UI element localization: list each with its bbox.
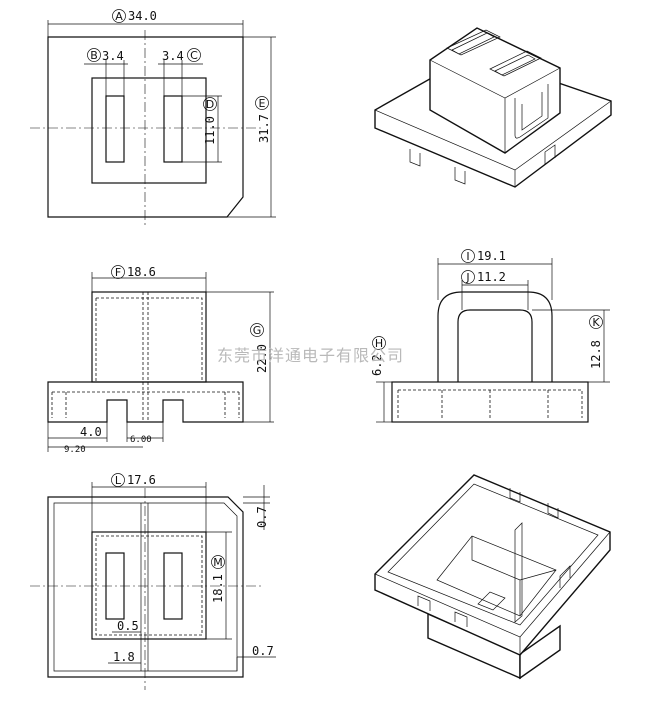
bubble-e [255,96,269,110]
bottom-view-core [91,531,207,640]
bubble-f-letter: F [115,266,121,279]
isometric-bottom-view [374,474,611,680]
dim-e-value: 31.7 [257,114,271,143]
bubble-i [461,249,475,263]
dim-g-value: 22.0 [255,344,269,373]
top-view: A 34.0 B 3.4 3.4 C D 11.0 E 31.7 [30,9,276,225]
dim-slot-width: 6.00 [130,435,152,445]
top-view-outline [47,36,244,218]
dim-i-value: 19.1 [477,249,506,263]
bubble-m [211,555,225,569]
dim-base-offset: 9.20 [64,445,86,455]
bubble-k-letter: K [592,316,600,329]
dim-b-value: 3.4 [102,49,124,63]
dim-d-value: 11.0 [203,116,217,145]
side-view: I 19.1 J 11.2 K 12.8 H 6.2 [370,249,610,423]
isometric-top-view [374,27,612,188]
dim-h-value: 6.2 [370,354,384,376]
bubble-d-letter: D [206,98,214,111]
bubble-j [461,270,475,284]
top-view-right-slot [163,95,183,163]
bottom-view: L 17.6 M 18.1 0.7 0.5 1.8 0.7 [30,473,276,690]
bubble-h-letter: H [375,337,383,350]
bubble-g-letter: G [253,324,262,337]
dim-k-value: 12.8 [589,340,603,369]
side-view-yoke-inner [457,309,533,382]
dim-l-value: 17.6 [127,473,156,487]
bubble-c [187,48,201,62]
side-view-yoke-outer [437,291,553,382]
dim-a-value: 34.0 [128,9,157,23]
top-view-left-slot [105,95,125,163]
front-view: F 18.6 G 22.0 4.0 6.00 9.20 [47,265,274,455]
bubble-l [111,473,125,487]
side-view-base [391,381,589,423]
bubble-g [250,323,264,337]
dim-corner-bottom: 0.7 [252,644,274,658]
dim-c-value: 3.4 [162,49,184,63]
bubble-i-letter: I [466,250,469,263]
bubble-m-letter: M [213,556,223,569]
dim-wall: 1.8 [113,650,135,664]
bubble-j-letter: J [465,271,469,284]
dim-f-value: 18.6 [127,265,156,279]
bubble-e-letter: E [259,97,266,110]
bubble-a-letter: A [115,10,123,23]
bubble-a [112,9,126,23]
bubble-h [372,336,386,350]
bubble-b [87,48,101,62]
bubble-l-letter: L [115,474,122,487]
bubble-f [111,265,125,279]
bubble-c-letter: C [190,49,198,62]
watermark: 东莞市洋通电子有限公司 [217,346,404,365]
dim-gap: 0.5 [117,619,139,633]
bottom-view-outline [47,496,244,678]
dim-corner-top: 0.7 [255,506,269,528]
dim-left-offset: 4.0 [80,425,102,439]
front-view-upper-body [91,291,207,383]
dim-m-value: 18.1 [211,574,225,603]
bubble-b-letter: B [90,49,98,62]
top-view-bobbin-core [91,77,207,184]
dim-j-value: 11.2 [477,270,506,284]
bubble-d [203,97,217,111]
bubble-k [589,315,603,329]
front-view-base [47,381,244,423]
